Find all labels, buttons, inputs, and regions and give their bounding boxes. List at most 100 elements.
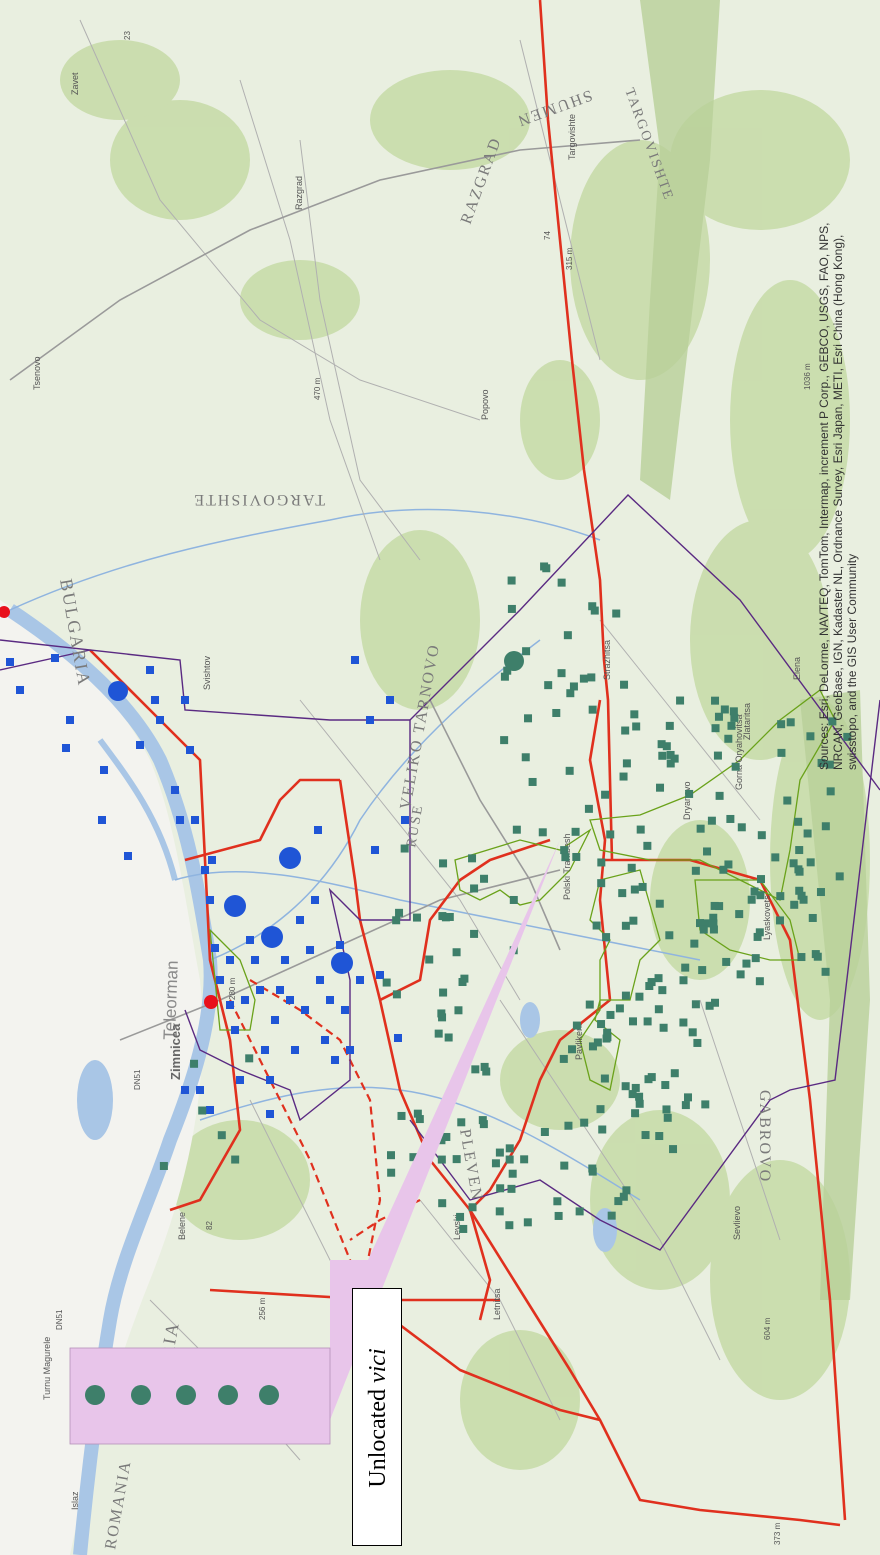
vicus-site-square[interactable] [696,824,705,833]
vicus-site-square[interactable] [619,1192,628,1201]
vicus-site-square[interactable] [412,913,421,922]
blue-site-square[interactable] [356,976,364,984]
vicus-site-square[interactable] [439,859,448,868]
blue-site-square[interactable] [316,976,324,984]
vicus-site-square[interactable] [794,817,803,826]
vicus-site-square[interactable] [715,791,724,800]
vicus-site-square[interactable] [470,929,479,938]
vicus-site-square[interactable] [468,1203,477,1212]
vicus-site-square[interactable] [606,1010,615,1019]
vicus-site-square[interactable] [425,955,434,964]
vicus-site-square[interactable] [726,814,735,823]
vicus-site-square[interactable] [566,689,575,698]
vicus-site-square[interactable] [585,1000,594,1009]
vicus-site-square[interactable] [588,602,597,611]
vicus-site-square[interactable] [719,865,728,874]
blue-site-square[interactable] [321,1036,329,1044]
vicus-site-square[interactable] [698,966,707,975]
vicus-site-square[interactable] [538,828,547,837]
vicus-site-square[interactable] [622,1186,631,1195]
vicus-site-square[interactable] [647,1073,656,1082]
vicus-site-square[interactable] [603,1028,612,1037]
vicus-site-square[interactable] [457,1118,466,1127]
blue-site-square[interactable] [371,846,379,854]
vicus-site-square[interactable] [468,854,477,863]
vicus-site-square[interactable] [520,1155,529,1164]
vicus-site-square[interactable] [479,1120,488,1129]
vicus-site-square[interactable] [441,913,450,922]
vicus-site-square[interactable] [662,1105,671,1114]
vicus-site-square[interactable] [632,722,641,731]
vicus-site-square[interactable] [478,1116,487,1125]
blue-site-square[interactable] [376,971,384,979]
vicus-site-square[interactable] [482,1067,491,1076]
blue-site-square[interactable] [146,666,154,674]
blue-site-square[interactable] [241,996,249,1004]
vicus-site-square[interactable] [722,957,731,966]
vicus-site-square[interactable] [397,1111,406,1120]
vicus-site-square[interactable] [750,887,759,896]
vicus-site-square[interactable] [647,978,656,987]
blue-site-square[interactable] [341,1006,349,1014]
vicus-site-square[interactable] [606,830,615,839]
vicus-site-square[interactable] [629,916,638,925]
vicus-site-square[interactable] [753,932,762,941]
vicus-site-square[interactable] [601,790,610,799]
vicus-site-square[interactable] [720,705,729,714]
vicus-site-square[interactable] [231,1155,240,1164]
vicus-site-square[interactable] [480,1062,489,1071]
vicus-site-square[interactable] [713,751,722,760]
vicus-site-square[interactable] [736,970,745,979]
vicus-site-square[interactable] [597,858,606,867]
vicus-site-square[interactable] [663,1113,672,1122]
vicus-site-square[interactable] [777,748,786,757]
vicus-site-square[interactable] [442,1132,451,1141]
vicus-site-square[interactable] [710,901,719,910]
vicus-site-square[interactable] [542,564,551,573]
vicus-site-square[interactable] [707,816,716,825]
vicus-site-square[interactable] [439,988,448,997]
vicus-site-square[interactable] [509,895,518,904]
red-site-marker[interactable] [0,606,10,618]
vicus-site-square[interactable] [775,916,784,925]
vicus-site-square[interactable] [711,998,720,1007]
vicus-site-square[interactable] [557,578,566,587]
vicus-site-square[interactable] [600,1074,609,1083]
vicus-site-square[interactable] [795,867,804,876]
vicus-site-square[interactable] [688,1028,697,1037]
blue-site-square[interactable] [331,1056,339,1064]
vicus-site-square[interactable] [621,991,630,1000]
vicus-site-square[interactable] [817,758,826,767]
blue-site-square[interactable] [216,976,224,984]
blue-site-square[interactable] [211,944,219,952]
vicus-site-square[interactable] [528,777,537,786]
blue-site-square[interactable] [226,1001,234,1009]
vicus-site-square[interactable] [757,831,766,840]
vicus-site-square[interactable] [655,1132,664,1141]
vicus-site-square[interactable] [731,762,740,771]
blue-site-square[interactable] [281,956,289,964]
blue-site-square[interactable] [291,1046,299,1054]
vicus-site-square[interactable] [596,1105,605,1114]
vicus-site-square[interactable] [387,1168,396,1177]
blue-site-square[interactable] [351,656,359,664]
vicus-site-square[interactable] [690,939,699,948]
blue-site-square[interactable] [181,1086,189,1094]
vicus-site-square[interactable] [701,919,710,928]
blue-site-square[interactable] [346,1046,354,1054]
vicus-site-square[interactable] [580,1118,589,1127]
blue-site-square[interactable] [311,896,319,904]
vicus-site-square[interactable] [460,974,469,983]
vicus-site-square[interactable] [676,696,685,705]
vicus-site-square[interactable] [400,844,409,853]
blue-site-square[interactable] [256,986,264,994]
vicus-site-square[interactable] [386,1151,395,1160]
red-site-marker[interactable] [204,995,218,1009]
vicus-site-square[interactable] [631,1083,640,1092]
vicus-site-square[interactable] [658,986,667,995]
blue-site-square[interactable] [266,1076,274,1084]
vicus-site-square[interactable] [685,789,694,798]
blue-site-square[interactable] [156,716,164,724]
blue-site-circle[interactable] [331,952,353,974]
